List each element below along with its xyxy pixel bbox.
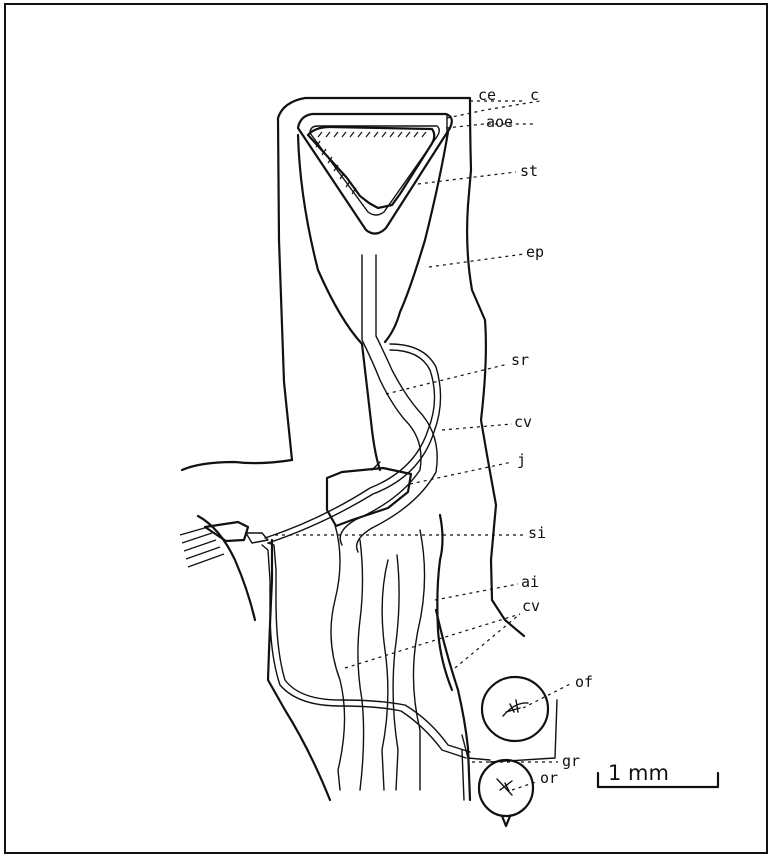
funnel-right-wall bbox=[385, 132, 448, 342]
label-or: or bbox=[540, 769, 558, 787]
leader-cv-upper bbox=[442, 424, 512, 430]
label-sr: sr bbox=[511, 351, 529, 369]
label-j: j bbox=[517, 451, 526, 469]
funnel-left-wall bbox=[298, 135, 380, 470]
label-ep: ep bbox=[526, 243, 544, 261]
leader-ai bbox=[435, 584, 518, 600]
fold-1 bbox=[331, 525, 345, 790]
leader-cv-lower-1 bbox=[345, 614, 520, 668]
leader-j bbox=[410, 462, 512, 484]
organ-or-nucleus bbox=[497, 779, 512, 795]
label-c: c bbox=[530, 86, 539, 104]
label-ce: ce bbox=[478, 86, 496, 104]
leader-ep bbox=[429, 254, 524, 267]
outer-body-shoulder bbox=[182, 460, 292, 470]
vessel-cv-upper-b bbox=[268, 344, 441, 543]
label-cv-lower: cv bbox=[522, 597, 540, 615]
label-of: of bbox=[575, 673, 593, 691]
label-st: st bbox=[520, 162, 538, 180]
label-cv-upper: cv bbox=[514, 413, 532, 431]
leader-sr bbox=[386, 364, 508, 394]
leader-cv-lower-2 bbox=[455, 614, 520, 668]
fold-4 bbox=[393, 555, 399, 790]
organ-or-tip bbox=[502, 816, 510, 826]
pharynx-inner bbox=[310, 126, 439, 215]
intestine-left-wall bbox=[268, 540, 330, 800]
fold-5 bbox=[413, 530, 424, 790]
label-gr: gr bbox=[562, 752, 580, 770]
label-si: si bbox=[528, 524, 546, 542]
leader-st bbox=[418, 172, 516, 184]
label-aoe: aoe bbox=[486, 113, 513, 131]
scale-bar: 1 mm bbox=[598, 761, 718, 787]
fold-3 bbox=[382, 560, 388, 790]
scale-bar-label: 1 mm bbox=[608, 761, 669, 785]
outer-body-outline bbox=[278, 98, 524, 636]
label-ai: ai bbox=[521, 573, 539, 591]
fold-2 bbox=[358, 540, 364, 790]
salivary-duct-a bbox=[340, 255, 421, 545]
